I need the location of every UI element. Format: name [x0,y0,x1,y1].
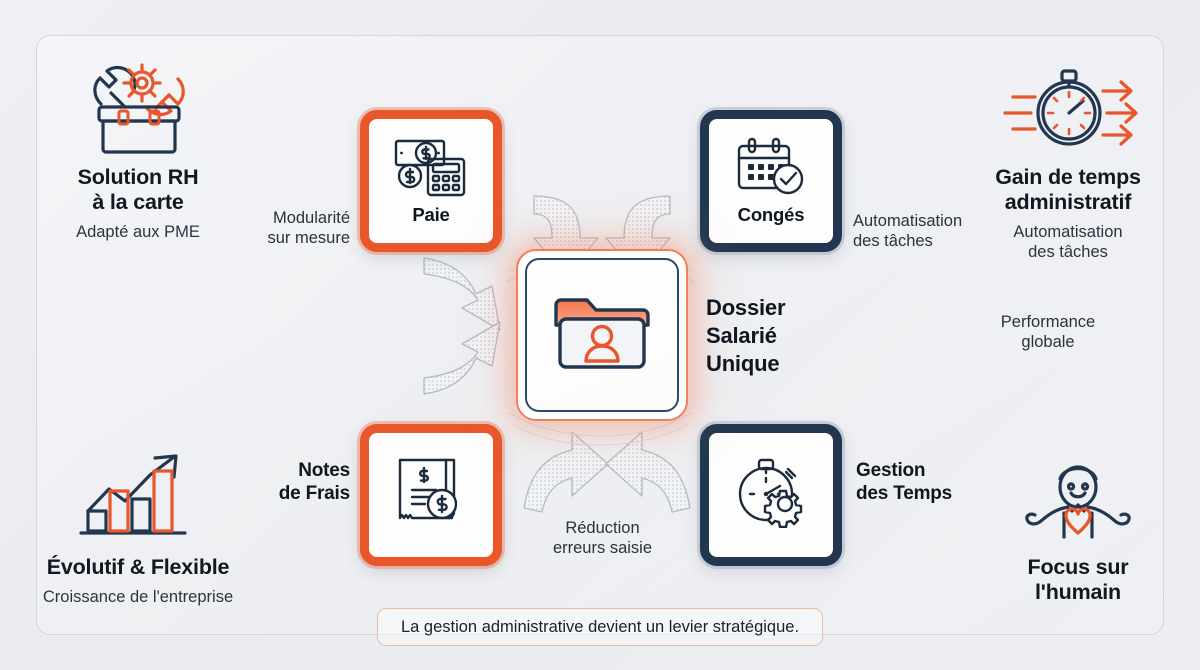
title-line-2: à la carte [92,190,184,215]
label-notes-de-frais: Notes de Frais [190,460,350,506]
toolbox-wrench-gear-icon [8,55,268,155]
hub-inner-card [525,258,679,412]
label-line-1: Notes [298,460,350,481]
stopwatch-gear-icon [733,456,809,529]
label-line-2: des Temps [856,482,953,504]
folder-employee-icon [550,289,654,382]
title-line-2: administratif [1004,190,1132,215]
label-line-1: Performance [1000,313,1096,331]
card-label: Congés [737,204,805,225]
card-label: Paie [412,204,450,225]
label-line-1: Gestion [856,460,926,481]
title-line-1: Solution RH [77,165,199,189]
title-line-2: l'humain [1035,580,1121,605]
label-line-2: globale [1021,333,1075,352]
receipt-dollar-icon [396,454,466,530]
feature-subtitle: Adapté aux PME [76,223,200,242]
label-line-1: Automatisation [853,212,963,230]
label-reduction-erreurs-saisie: Réduction erreurs saisie [520,518,685,558]
label-automatisation-des-taches: Automatisation des tâches [853,211,1003,251]
label-gestion-des-temps: Gestion des Temps [856,460,1036,506]
label-line-2: de Frais [278,482,350,504]
module-card-notes-de-frais[interactable] [360,424,502,566]
label-line-2: des tâches [853,232,933,251]
feature-evolutif-flexible: Évolutif & Flexible Croissance de l'entr… [8,445,268,607]
title-line-1: Gain de temps [995,165,1141,189]
label-line-2: Salarié [706,323,777,349]
subtitle-line-1: Automatisation [1013,223,1123,242]
calendar-check-icon [734,136,808,198]
feature-subtitle: Croissance de l'entreprise [42,588,234,607]
module-card-conges[interactable]: Congés [700,110,842,252]
label-line-2: erreurs saisie [552,539,653,558]
title-line-1: Focus sur [1027,555,1129,579]
label-line-2: sur mesure [267,229,350,248]
bottom-tagline-banner: La gestion administrative devient un lev… [377,608,823,646]
label-line-1: Dossier [706,295,786,320]
label-line-1: Réduction [565,519,640,537]
feature-title: Évolutif & Flexible [46,555,230,579]
module-card-paie[interactable]: Paie [360,110,502,252]
module-card-gestion-des-temps[interactable] [700,424,842,566]
banknote-calculator-icon [392,136,470,198]
label-dossier-salarie-unique: Dossier Salarié Unique [706,294,906,378]
label-line-1: Modularité [272,209,350,227]
tagline-text: La gestion administrative devient un lev… [400,617,800,636]
label-line-3: Unique [706,351,780,377]
growth-chart-arrow-icon [8,445,268,545]
person-heart-open-arms-icon [948,445,1200,545]
stopwatch-speed-arrows-icon [938,55,1198,155]
label-performance-globale: Performance globale [958,312,1138,352]
central-hub-dossier-salarie-unique[interactable] [516,249,688,421]
subtitle-line-2: des tâches [1028,243,1108,262]
label-modularite-sur-mesure: Modularité sur mesure [185,208,350,248]
